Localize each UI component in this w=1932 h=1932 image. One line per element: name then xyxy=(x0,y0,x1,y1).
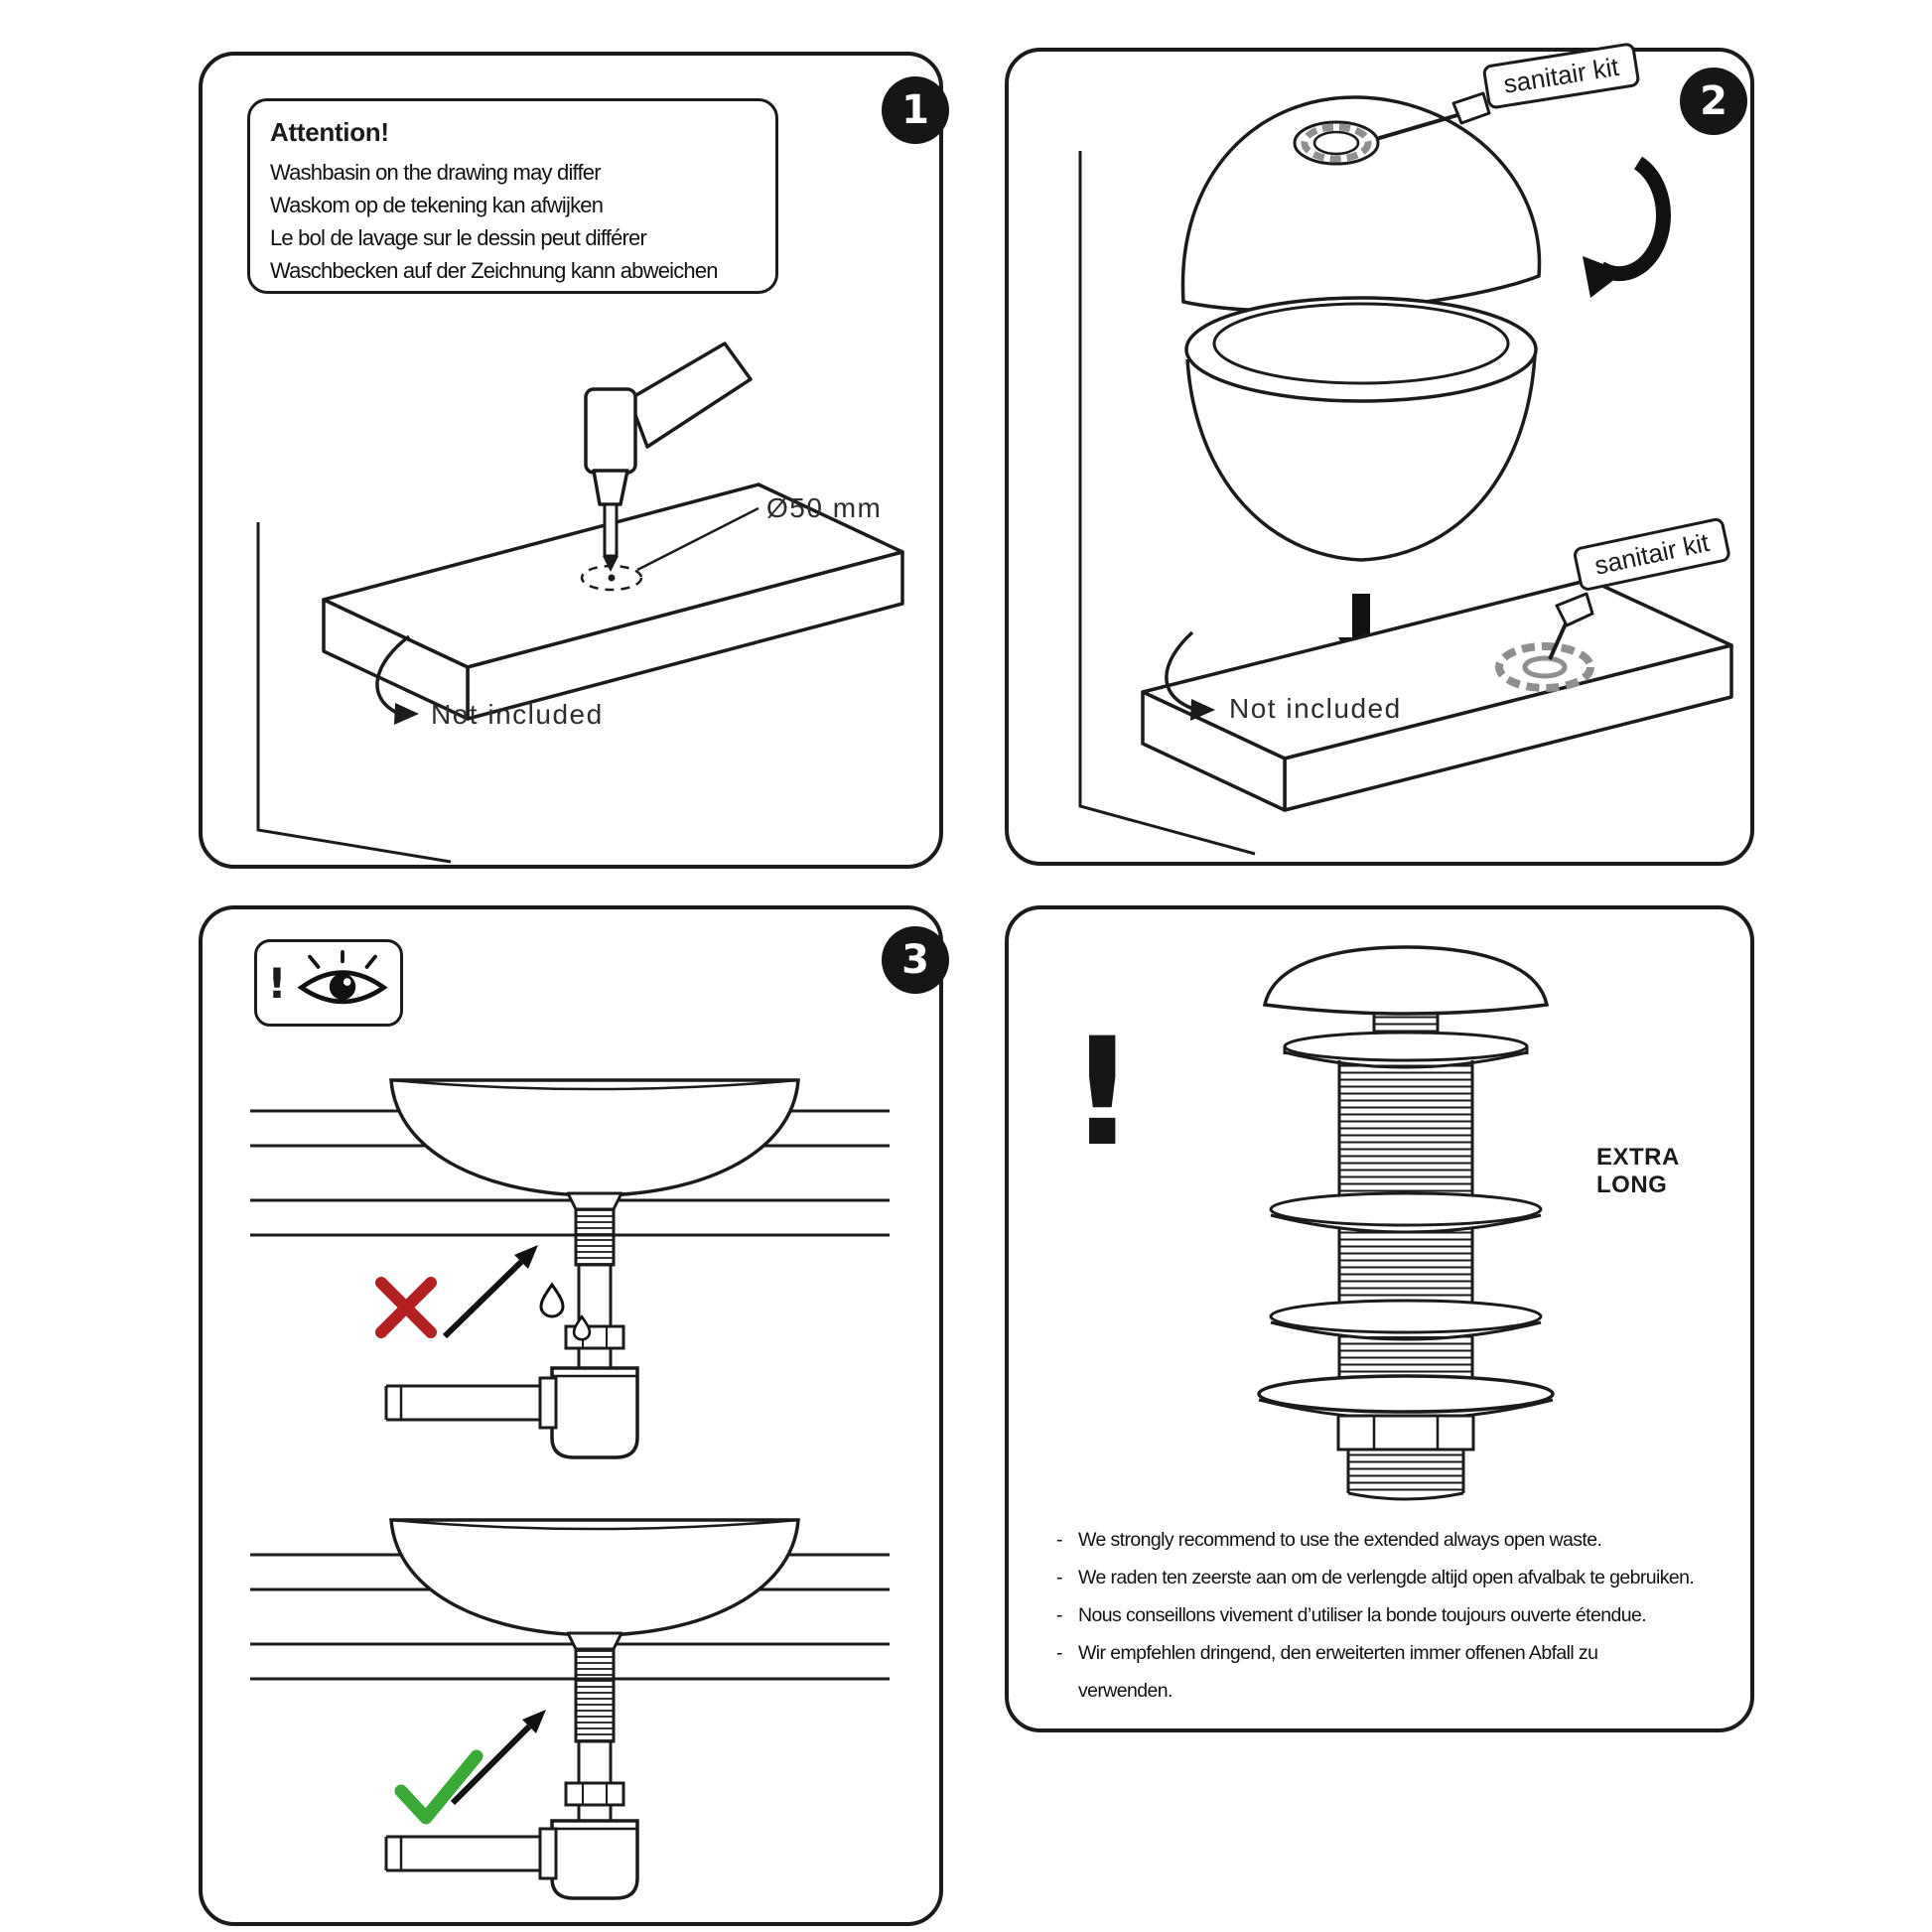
recommendation-list: - We strongly recommend to use the exten… xyxy=(1056,1521,1741,1710)
list-item: - Wir empfehlen dringend, den erweiterte… xyxy=(1056,1634,1741,1672)
bullet-text-de-2: verwenden. xyxy=(1078,1680,1173,1702)
step-number-badge: 3 xyxy=(882,926,949,994)
panel-step-2: sanitair kit sanitair kit Not included 2 xyxy=(1005,42,1754,866)
step2-illustration xyxy=(1078,91,1733,856)
alert-exclamation: ! xyxy=(1068,1007,1137,1179)
drain-correct xyxy=(384,1631,639,1900)
wall-corner-lines xyxy=(256,522,452,864)
attention-title: Attention! xyxy=(270,117,389,147)
alert-exclamation: ! xyxy=(267,958,287,1008)
curved-arrow-icon xyxy=(1165,630,1215,721)
bullet-dash: - xyxy=(1056,1642,1063,1664)
not-included-label: Not included xyxy=(1229,693,1402,724)
panel-extra-long-waste: ! EXTRA LONG - We strongly recommend to … xyxy=(1005,905,1754,1732)
bullet-text-en: We strongly recommend to use the extende… xyxy=(1078,1529,1602,1551)
step-number-badge: 2 xyxy=(1680,68,1747,135)
step1-illustration xyxy=(256,342,904,864)
arrow-up-right-wrong xyxy=(442,1245,538,1339)
gasket-ring xyxy=(1301,123,1372,163)
bullet-text-de: Nous conseillons vivement d’utiliser la … xyxy=(1078,1604,1647,1626)
extra-long-line1: EXTRA xyxy=(1596,1144,1680,1171)
attention-line-en: Washbasin on the drawing may differ xyxy=(270,160,602,185)
leader-line xyxy=(636,506,759,572)
drill-hole-marker xyxy=(580,506,759,592)
wrong-x-icon xyxy=(375,1277,437,1338)
attention-line-nl: Waskom op de tekening kan afwijken xyxy=(270,193,604,217)
eye-icon xyxy=(296,950,388,1005)
extra-long-line2: LONG xyxy=(1596,1172,1668,1199)
bullet-text-de-1: Wir empfehlen dringend, den erweiterten … xyxy=(1078,1642,1598,1664)
attention-eye-box: ! xyxy=(254,939,403,1027)
basin-top-half xyxy=(1180,95,1542,314)
waste-plug xyxy=(1257,945,1555,1501)
attention-line-de: Waschbecken auf der Zeichnung kann abwei… xyxy=(270,258,719,283)
washbasin-wrong xyxy=(389,1078,800,1197)
rotate-arrow-icon xyxy=(1583,156,1671,298)
bullet-dash: - xyxy=(1056,1567,1063,1588)
step3-illustration xyxy=(250,1078,890,1900)
extra-long-label: EXTRA LONG xyxy=(1596,1144,1680,1200)
bullet-dash: - xyxy=(1056,1529,1063,1551)
sealant-applicator-top xyxy=(1375,91,1491,141)
step-number-badge: 1 xyxy=(882,76,949,144)
arrow-up-right-correct xyxy=(450,1710,546,1806)
basin-bottom-half xyxy=(1184,296,1538,562)
list-item: - Nous conseillons vivement d’utiliser l… xyxy=(1056,1596,1741,1634)
attention-box: Attention! Washbasin on the drawing may … xyxy=(247,98,778,294)
bullet-dash: - xyxy=(1056,1604,1063,1626)
countertop xyxy=(1141,578,1733,812)
water-drops-icon xyxy=(539,1282,592,1341)
panel-step-1: Attention! Washbasin on the drawing may … xyxy=(199,52,949,869)
hole-diameter-label: Ø50 mm xyxy=(766,492,883,523)
check-icon xyxy=(394,1749,483,1825)
list-item: - We raden ten zeerste aan om de verleng… xyxy=(1056,1559,1741,1596)
list-item: - We strongly recommend to use the exten… xyxy=(1056,1521,1741,1559)
drill-icon xyxy=(584,342,753,572)
bullet-text-nl: We raden ten zeerste aan om de verlengde… xyxy=(1078,1567,1695,1588)
sealant-applicator-bottom xyxy=(1548,592,1594,660)
panel-step-3: ! 3 xyxy=(199,905,949,1926)
extended-waste-illustration xyxy=(1257,945,1555,1501)
gasket-on-countertop xyxy=(1495,642,1594,692)
curved-arrow-icon xyxy=(375,634,419,725)
list-item-continuation: verwenden. xyxy=(1056,1672,1741,1710)
drain-wrong xyxy=(384,1191,639,1459)
bullet-dash-empty xyxy=(1056,1672,1078,1710)
attention-line-fr: Le bol de lavage sur le dessin peut diff… xyxy=(270,225,647,250)
not-included-label: Not included xyxy=(431,699,604,730)
wall-corner-lines xyxy=(1078,151,1256,856)
washbasin-correct xyxy=(389,1518,800,1637)
